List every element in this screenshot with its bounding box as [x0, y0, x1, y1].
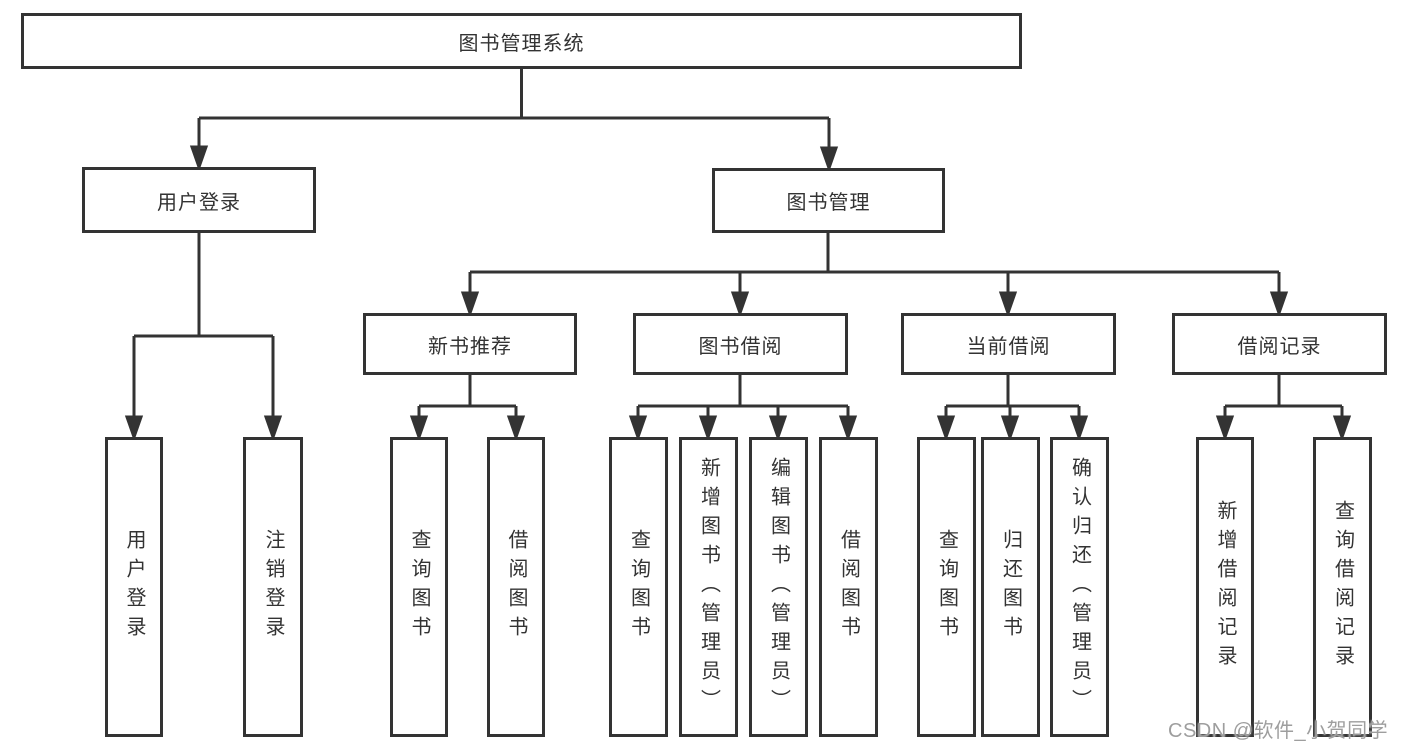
leaf-add-borrow-record: 新增借阅记录	[1196, 437, 1254, 737]
node-new-book-recommend: 新书推荐	[363, 313, 577, 375]
arrow-down-icon	[838, 415, 858, 442]
leaf-edit-book-admin-label: 编辑图书（管理员）	[767, 456, 790, 718]
arrow-down-icon	[1215, 415, 1235, 442]
leaf-add-book-admin-label: 新增图书（管理员）	[697, 456, 720, 718]
leaf-query-books-label: 查询图书	[627, 529, 650, 645]
node-book-management-label: 图书管理	[786, 192, 871, 214]
arrow-down-icon	[1269, 291, 1289, 318]
leaf-borrow-books: 借阅图书	[819, 437, 878, 737]
leaf-borrow-books-label: 借阅图书	[837, 529, 860, 645]
leaf-add-borrow-record-label: 新增借阅记录	[1214, 500, 1236, 674]
leaf-user-login-label: 用户登录	[123, 529, 145, 645]
arrow-down-icon	[189, 145, 209, 172]
node-book-borrowing-label: 图书借阅	[698, 335, 783, 358]
node-borrowing-records: 借阅记录	[1172, 313, 1387, 375]
arrow-down-icon	[506, 415, 526, 442]
node-book-borrowing: 图书借阅	[633, 313, 848, 375]
leaf-add-book-admin: 新增图书（管理员）	[679, 437, 738, 737]
arrow-down-icon	[819, 146, 839, 173]
arrow-down-icon	[263, 415, 283, 442]
arrow-down-icon	[698, 415, 718, 442]
connector-book-management-children	[460, 233, 1289, 318]
node-user-login: 用户登录	[82, 167, 316, 233]
connector-book-borrowing-children	[628, 375, 858, 442]
arrow-down-icon	[628, 415, 648, 442]
arrow-down-icon	[1069, 415, 1089, 442]
arrow-down-icon	[998, 291, 1018, 318]
leaf-query-books-label: 查询图书	[408, 529, 430, 645]
leaf-query-books: 查询图书	[609, 437, 668, 737]
csdn-watermark: CSDN @软件_小贺同学	[1168, 720, 1389, 742]
arrow-down-icon	[460, 291, 480, 318]
leaf-query-books-label: 查询图书	[935, 529, 958, 645]
leaf-query-books: 查询图书	[390, 437, 448, 737]
connector-new-book-recommend-children	[409, 375, 526, 442]
arrow-down-icon	[124, 415, 144, 442]
connector-borrowing-records-children	[1215, 375, 1352, 442]
connector-current-borrowing-children	[936, 375, 1089, 442]
connector-user-login-children	[124, 233, 283, 442]
arrow-down-icon	[768, 415, 788, 442]
node-current-borrowing: 当前借阅	[901, 313, 1116, 375]
node-borrowing-records-label: 借阅记录	[1237, 335, 1322, 358]
arrow-down-icon	[1332, 415, 1352, 442]
arrow-down-icon	[936, 415, 956, 442]
leaf-borrow-books: 借阅图书	[487, 437, 545, 737]
node-root: 图书管理系统	[21, 13, 1022, 69]
leaf-query-borrow-record-label: 查询借阅记录	[1331, 500, 1354, 674]
arrow-down-icon	[409, 415, 429, 442]
arrow-down-icon	[1000, 415, 1020, 442]
node-root-label: 图书管理系统	[458, 32, 585, 55]
node-user-login-label: 用户登录	[157, 191, 241, 214]
leaf-edit-book-admin: 编辑图书（管理员）	[749, 437, 808, 737]
connector-root-to-level2	[189, 69, 839, 173]
arrow-down-icon	[730, 291, 750, 318]
leaf-return-books-label: 归还图书	[999, 529, 1022, 645]
leaf-query-borrow-record: 查询借阅记录	[1313, 437, 1372, 737]
node-book-management: 图书管理	[712, 168, 945, 233]
leaf-confirm-return-admin: 确认归还（管理员）	[1050, 437, 1109, 737]
node-new-book-recommend-label: 新书推荐	[428, 335, 512, 358]
leaf-borrow-books-label: 借阅图书	[505, 529, 527, 645]
leaf-return-books: 归还图书	[981, 437, 1040, 737]
leaf-query-books: 查询图书	[917, 437, 976, 737]
leaf-user-login: 用户登录	[105, 437, 163, 737]
leaf-logout-label: 注销登录	[262, 529, 284, 645]
leaf-confirm-return-admin-label: 确认归还（管理员）	[1068, 456, 1091, 718]
leaf-logout: 注销登录	[243, 437, 303, 737]
node-current-borrowing-label: 当前借阅	[966, 335, 1051, 358]
